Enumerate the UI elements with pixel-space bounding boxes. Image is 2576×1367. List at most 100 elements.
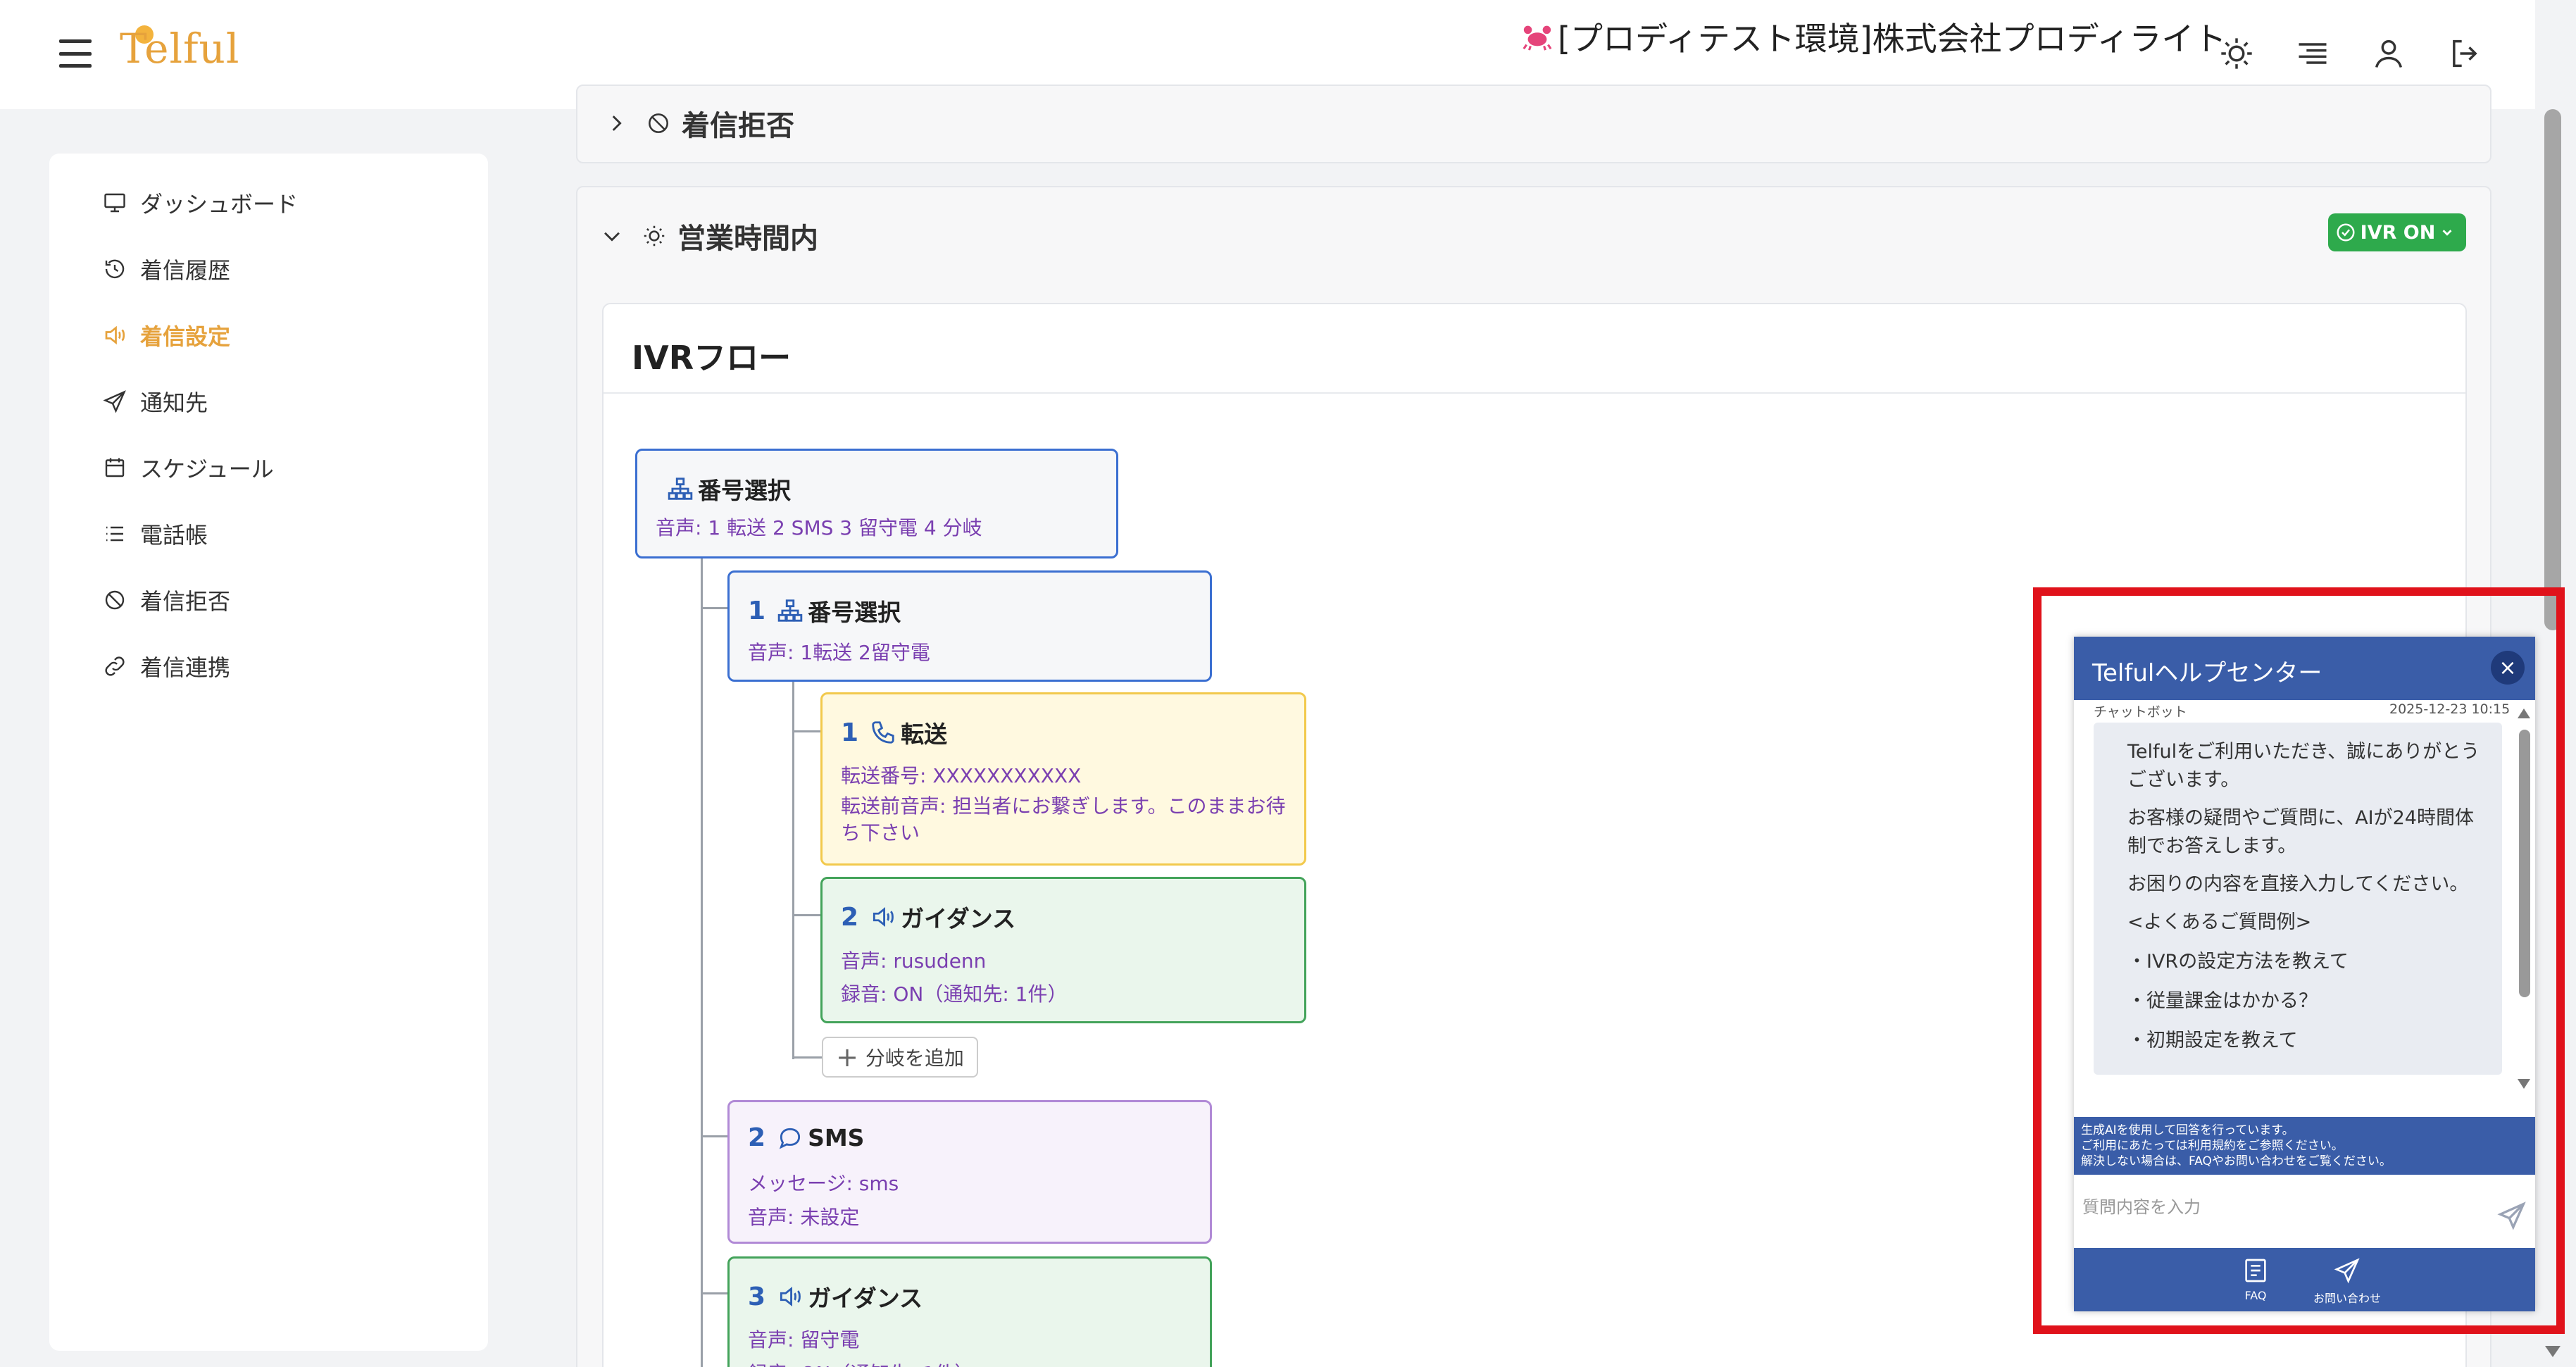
tree-connector (701, 607, 727, 609)
chat-timestamp: 2025-12-23 10:15 (2389, 701, 2510, 717)
sitemap-icon (667, 475, 694, 502)
sidebar-item-label: 着信拒否 (140, 584, 230, 616)
user-icon[interactable] (2370, 35, 2407, 72)
chat-message-bubble: Telfulをご利用いただき、誠にありがとうございます。 お客様の疑問やご質問に… (2094, 723, 2502, 1075)
ivr-flow-title: IVRフロー (632, 332, 791, 379)
sidebar-item-dashboard[interactable]: ダッシュボード (102, 182, 298, 224)
sidebar-item-integration[interactable]: 着信連携 (102, 645, 230, 687)
node-title: 転送 (901, 716, 947, 749)
company-name: [プロディテスト環境]株式会社プロディライト (1521, 15, 2226, 58)
node-title: SMS (808, 1124, 864, 1151)
notice-line: ご利用にあたっては利用規約をご参照ください。 (2081, 1138, 2528, 1154)
document-icon (2242, 1256, 2270, 1285)
send-icon (2332, 1256, 2363, 1285)
tree-connector (701, 1135, 727, 1137)
logout-icon[interactable] (2446, 35, 2483, 72)
ivr-node-1[interactable]: 1 番号選択 音声: 1転送 2留守電 (727, 570, 1212, 682)
node-number: 2 (748, 1123, 765, 1152)
sidebar-item-label: 着信設定 (140, 319, 230, 351)
scroll-up-arrow[interactable] (2518, 709, 2530, 718)
send-icon (102, 389, 127, 414)
question-input[interactable] (2082, 1186, 2477, 1228)
page-scrollbar-thumb[interactable] (2544, 109, 2561, 630)
chat-scrollbar-thumb[interactable] (2519, 730, 2530, 997)
divider (604, 392, 2465, 394)
sidebar-item-label: スケジュール (140, 451, 274, 484)
tree-connector (792, 682, 794, 1059)
monitor-icon (102, 190, 127, 216)
sitemap-icon (777, 597, 804, 624)
sidebar-item-phonebook[interactable]: 電話帳 (102, 513, 208, 555)
ivr-node-root[interactable]: 番号選択 音声: 1 転送 2 SMS 3 留守電 4 分岐 (635, 449, 1118, 558)
sidebar-item-block[interactable]: 着信拒否 (102, 579, 230, 621)
tree-connector (701, 558, 703, 1367)
chevron-down-icon (2439, 225, 2455, 240)
plus-icon: + (836, 1042, 858, 1073)
tree-connector (701, 1292, 727, 1294)
node-voice: 音声: 1 転送 2 SMS 3 留守電 4 分岐 (656, 513, 982, 541)
sidebar-item-schedule[interactable]: スケジュール (102, 447, 274, 489)
sidebar-item-label: 着信連携 (140, 650, 230, 682)
faq-button[interactable]: FAQ (2242, 1256, 2270, 1302)
calendar-icon (102, 455, 127, 480)
menu-icon[interactable] (59, 39, 92, 68)
add-branch-button[interactable]: + 分岐を追加 (822, 1037, 978, 1078)
notice-line: 解決しない場合は、FAQやお問い合わせをご覧ください。 (2081, 1154, 2528, 1169)
ivr-node-3-guidance[interactable]: 3 ガイダンス 音声: 留守電 録音: ON（通知先: 1件） (727, 1256, 1212, 1367)
node-voice: 音声: 未設定 (748, 1202, 859, 1230)
sidebar-item-call-history[interactable]: 着信履歴 (102, 248, 230, 290)
reject-panel-header[interactable]: 着信拒否 (604, 103, 794, 144)
link-icon (102, 654, 127, 679)
ivr-node-1-2-guidance[interactable]: 2 ガイダンス 音声: rusudenn 録音: ON（通知先: 1件） (820, 877, 1306, 1023)
sidebar-item-label: 通知先 (140, 385, 208, 418)
close-button[interactable]: × (2491, 651, 2525, 685)
ivr-on-badge[interactable]: IVR ON (2328, 213, 2466, 251)
help-title: Telfulヘルプセンター (2092, 654, 2322, 688)
node-record: 録音: ON（通知先: 1件） (841, 979, 1067, 1007)
node-header: 1 番号選択 (748, 594, 901, 628)
business-hours-header[interactable]: 営業時間内 (600, 216, 818, 256)
chat-bubble-icon (777, 1125, 804, 1151)
chat-line: ・従量課金はかかる？ (2127, 987, 2487, 1016)
node-header: 3 ガイダンス (748, 1280, 923, 1313)
chevron-right-icon (604, 111, 628, 135)
align-right-icon[interactable] (2294, 35, 2331, 72)
ivr-node-1-1-transfer[interactable]: 1 転送 転送番号: XXXXXXXXXXX 転送前音声: 担当者にお繋ぎします… (820, 692, 1306, 866)
node-title: 番号選択 (808, 594, 901, 628)
chat-line: ・IVRの設定方法を教えて (2127, 948, 2487, 976)
chat-scrollbar[interactable] (2518, 709, 2532, 1047)
speaker-icon (870, 904, 896, 930)
contact-button[interactable]: お問い合わせ (2313, 1256, 2381, 1306)
list-icon (102, 521, 127, 547)
node-header: 1 転送 (841, 716, 947, 749)
notice-line: 生成AIを使用して回答を行っています。 (2081, 1123, 2528, 1138)
node-transfer-number: 転送番号: XXXXXXXXXXX (841, 761, 1081, 789)
speaker-icon (102, 323, 127, 348)
faq-label: FAQ (2245, 1289, 2267, 1302)
chat-sender: チャットボット (2094, 701, 2187, 720)
tree-connector (792, 914, 820, 916)
send-icon[interactable] (2496, 1200, 2527, 1231)
node-header: 2 ガイダンス (841, 900, 1015, 934)
node-number: 1 (841, 718, 858, 747)
telful-logo[interactable]: Telful (120, 25, 239, 73)
scroll-down-arrow[interactable] (2518, 1079, 2530, 1089)
close-icon: × (2499, 656, 2516, 680)
company-label: [プロディテスト環境]株式会社プロディライト (1558, 13, 2226, 60)
node-message: メッセージ: sms (748, 1168, 899, 1197)
tree-connector (792, 730, 820, 732)
sidebar-item-notify[interactable]: 通知先 (102, 380, 208, 423)
ivr-node-2-sms[interactable]: 2 SMS メッセージ: sms 音声: 未設定 (727, 1100, 1212, 1244)
check-circle-icon (2335, 222, 2356, 243)
scroll-down-arrow[interactable] (2545, 1346, 2561, 1357)
chat-line: ・初期設定を教えて (2127, 1027, 2487, 1055)
node-number: 2 (841, 903, 858, 932)
chevron-down-icon (600, 224, 624, 248)
node-number: 3 (748, 1282, 765, 1311)
speaker-icon (777, 1283, 804, 1310)
help-center-widget: Telfulヘルプセンター × チャットボット 2025-12-23 10:15… (2074, 637, 2535, 1311)
sun-icon[interactable] (2218, 35, 2255, 72)
business-hours-title: 営業時間内 (677, 216, 818, 256)
reject-panel (576, 85, 2491, 163)
sidebar-item-call-settings[interactable]: 着信設定 (102, 314, 230, 356)
